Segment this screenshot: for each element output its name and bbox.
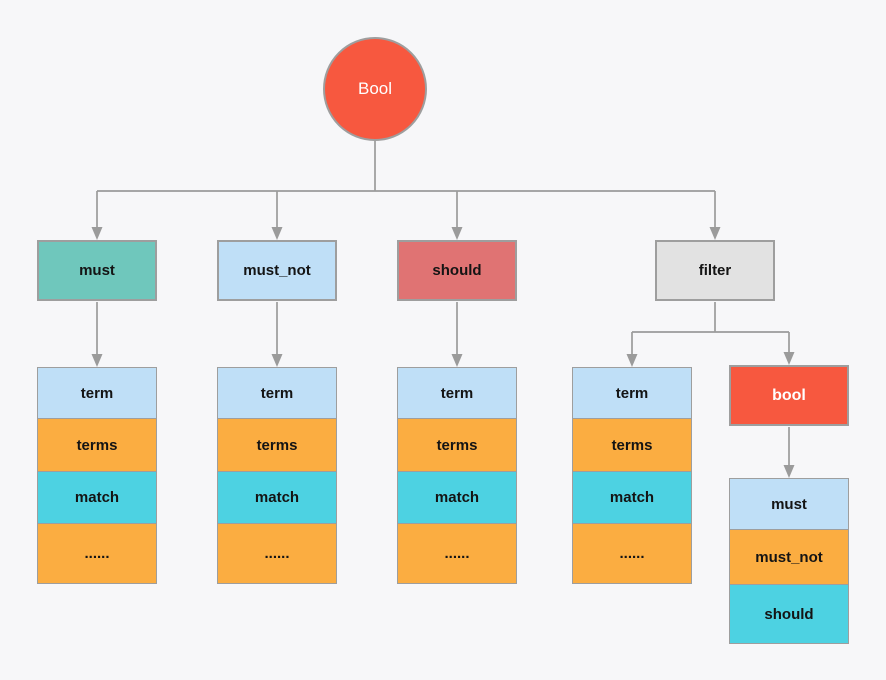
arrowhead-must-not <box>271 227 283 240</box>
nested-bool-node: bool <box>729 365 849 426</box>
arrowhead-must-not-stack <box>271 354 283 367</box>
stack-cell-term: term <box>398 368 516 418</box>
stack-cell-terms: terms <box>38 418 156 471</box>
stack-cell-terms: terms <box>398 418 516 471</box>
stack-cell-term: term <box>218 368 336 418</box>
root-node-bool: Bool <box>323 37 427 141</box>
stack-cell-match: match <box>38 471 156 523</box>
branch-label: must <box>79 262 115 279</box>
query-stack-must-not: term terms match ...... <box>217 367 337 584</box>
branch-label: filter <box>698 262 732 279</box>
arrowhead-filter <box>709 227 721 240</box>
arrowhead-nested-bool <box>783 352 795 365</box>
stack-cell-more: ...... <box>38 523 156 583</box>
branch-label: should <box>432 262 482 279</box>
stack-cell-should: should <box>730 584 848 643</box>
branch-node-should: should <box>397 240 517 301</box>
arrowhead-must <box>91 227 103 240</box>
branch-label: must_not <box>243 262 311 279</box>
query-stack-should: term terms match ...... <box>397 367 517 584</box>
query-stack-must: term terms match ...... <box>37 367 157 584</box>
stack-cell-match: match <box>398 471 516 523</box>
arrowhead-should-stack <box>451 354 463 367</box>
branch-node-must: must <box>37 240 157 301</box>
stack-cell-must: must <box>730 479 848 529</box>
stack-cell-must-not: must_not <box>730 529 848 584</box>
nested-bool-stack: must must_not should <box>729 478 849 644</box>
stack-cell-more: ...... <box>218 523 336 583</box>
arrowhead-nested-stack <box>783 465 795 478</box>
stack-cell-more: ...... <box>573 523 691 583</box>
arrowhead-must-stack <box>91 354 103 367</box>
stack-cell-more: ...... <box>398 523 516 583</box>
arrowhead-should <box>451 227 463 240</box>
query-stack-filter: term terms match ...... <box>572 367 692 584</box>
arrowhead-filter-stack <box>626 354 638 367</box>
stack-cell-match: match <box>218 471 336 523</box>
stack-cell-terms: terms <box>573 418 691 471</box>
root-node-label: Bool <box>357 79 393 98</box>
stack-cell-match: match <box>573 471 691 523</box>
nested-bool-label: bool <box>772 386 806 404</box>
branch-node-must-not: must_not <box>217 240 337 301</box>
stack-cell-term: term <box>573 368 691 418</box>
stack-cell-term: term <box>38 368 156 418</box>
stack-cell-terms: terms <box>218 418 336 471</box>
branch-node-filter: filter <box>655 240 775 301</box>
